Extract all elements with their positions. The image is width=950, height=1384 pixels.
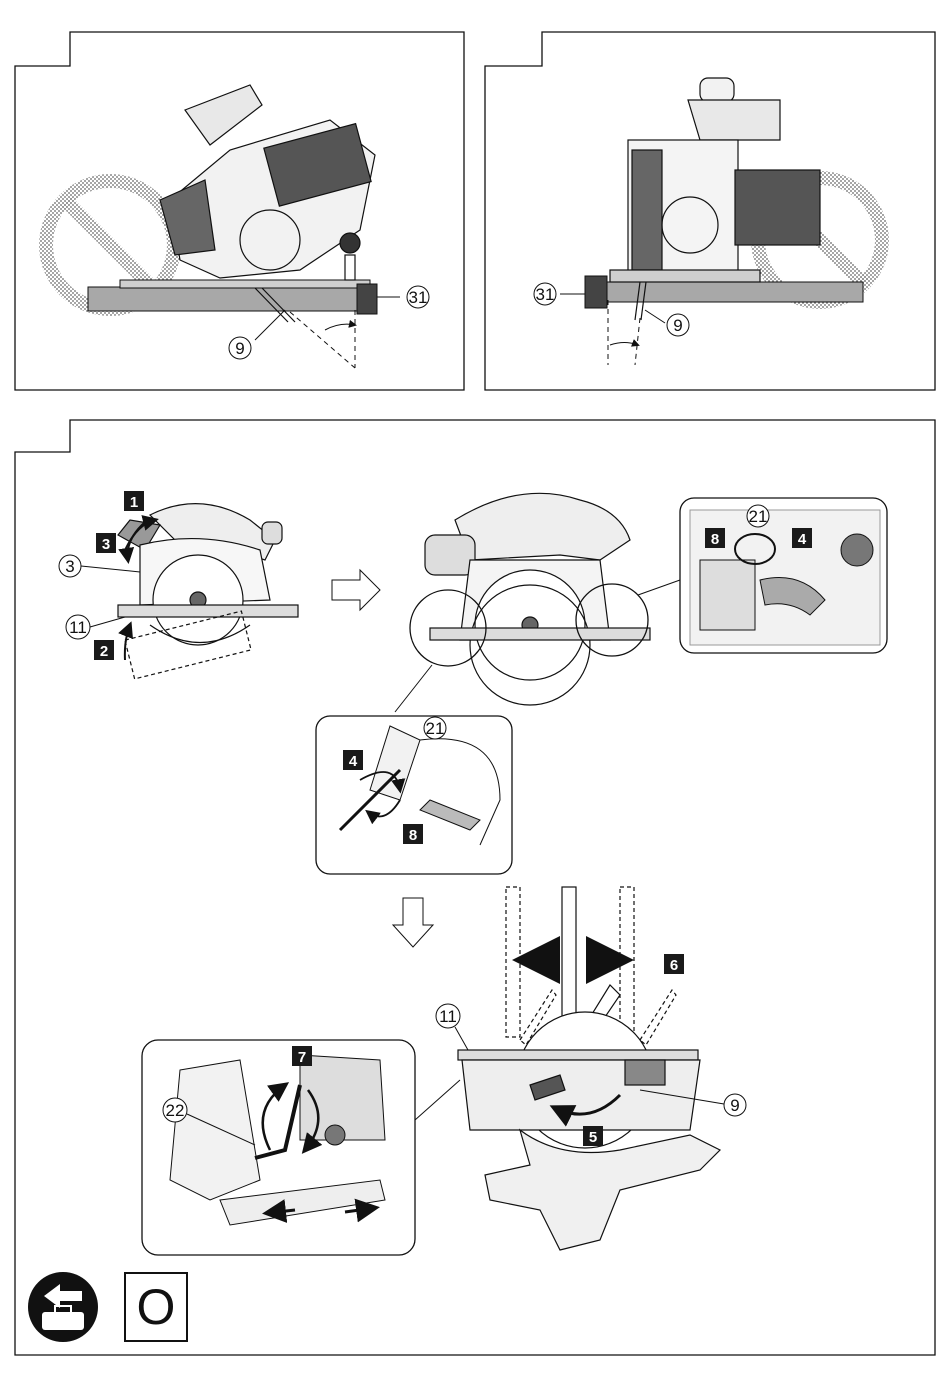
detail-inset-lock-lever: 8 4 21 [680, 498, 887, 653]
callout-9-a: 9 [235, 339, 244, 358]
callout-21-inset: 21 [749, 507, 768, 526]
step-badge-2: 2 [100, 643, 108, 660]
step-badge-1: 1 [130, 494, 138, 511]
figure-c-panel: 1 3 2 3 11 [15, 420, 935, 1355]
callout-9-bottom: 9 [730, 1096, 739, 1115]
callout-9-b: 9 [673, 316, 682, 335]
step-badge-4-inset: 4 [798, 531, 807, 548]
step-badge-5: 5 [589, 1129, 597, 1146]
workpiece-board-a [88, 287, 376, 311]
figure-a-panel: 31 9 [15, 32, 464, 390]
saw-depth-adjust-left [118, 504, 298, 679]
saw-blade-change-bottom [458, 887, 720, 1250]
saw-assembly-middle [425, 493, 650, 705]
step-badge-4-mid: 4 [349, 753, 358, 770]
callout-11-left: 11 [69, 618, 87, 637]
callout-11-bottom: 11 [439, 1007, 457, 1026]
callout-21-mid: 21 [426, 719, 445, 738]
callout-31-b: 31 [536, 285, 555, 304]
step-badge-8-inset: 8 [711, 531, 719, 548]
callout-31-a: 31 [409, 288, 428, 307]
detail-inset-wrench: 7 22 [142, 1040, 415, 1255]
parallel-guide-31-a [357, 284, 377, 314]
step-badge-3: 3 [102, 536, 110, 553]
callout-22: 22 [166, 1101, 185, 1120]
next-step-arrow-right [332, 570, 380, 610]
step-badge-7: 7 [298, 1049, 306, 1066]
next-step-arrow-down [393, 898, 433, 947]
detail-inset-hex-key: 4 8 21 [316, 716, 512, 874]
figure-b-panel: 31 9 [485, 32, 935, 390]
step-badge-6: 6 [670, 957, 678, 974]
footer-mark-o: O [124, 1272, 188, 1342]
circular-saw-upright-b [610, 78, 820, 282]
step-badge-8-mid: 8 [409, 827, 417, 844]
parallel-guide-31-b [585, 276, 607, 308]
circular-saw-tilted-a [160, 85, 375, 280]
toolbox-return-icon [28, 1272, 98, 1342]
callout-3: 3 [65, 557, 74, 576]
